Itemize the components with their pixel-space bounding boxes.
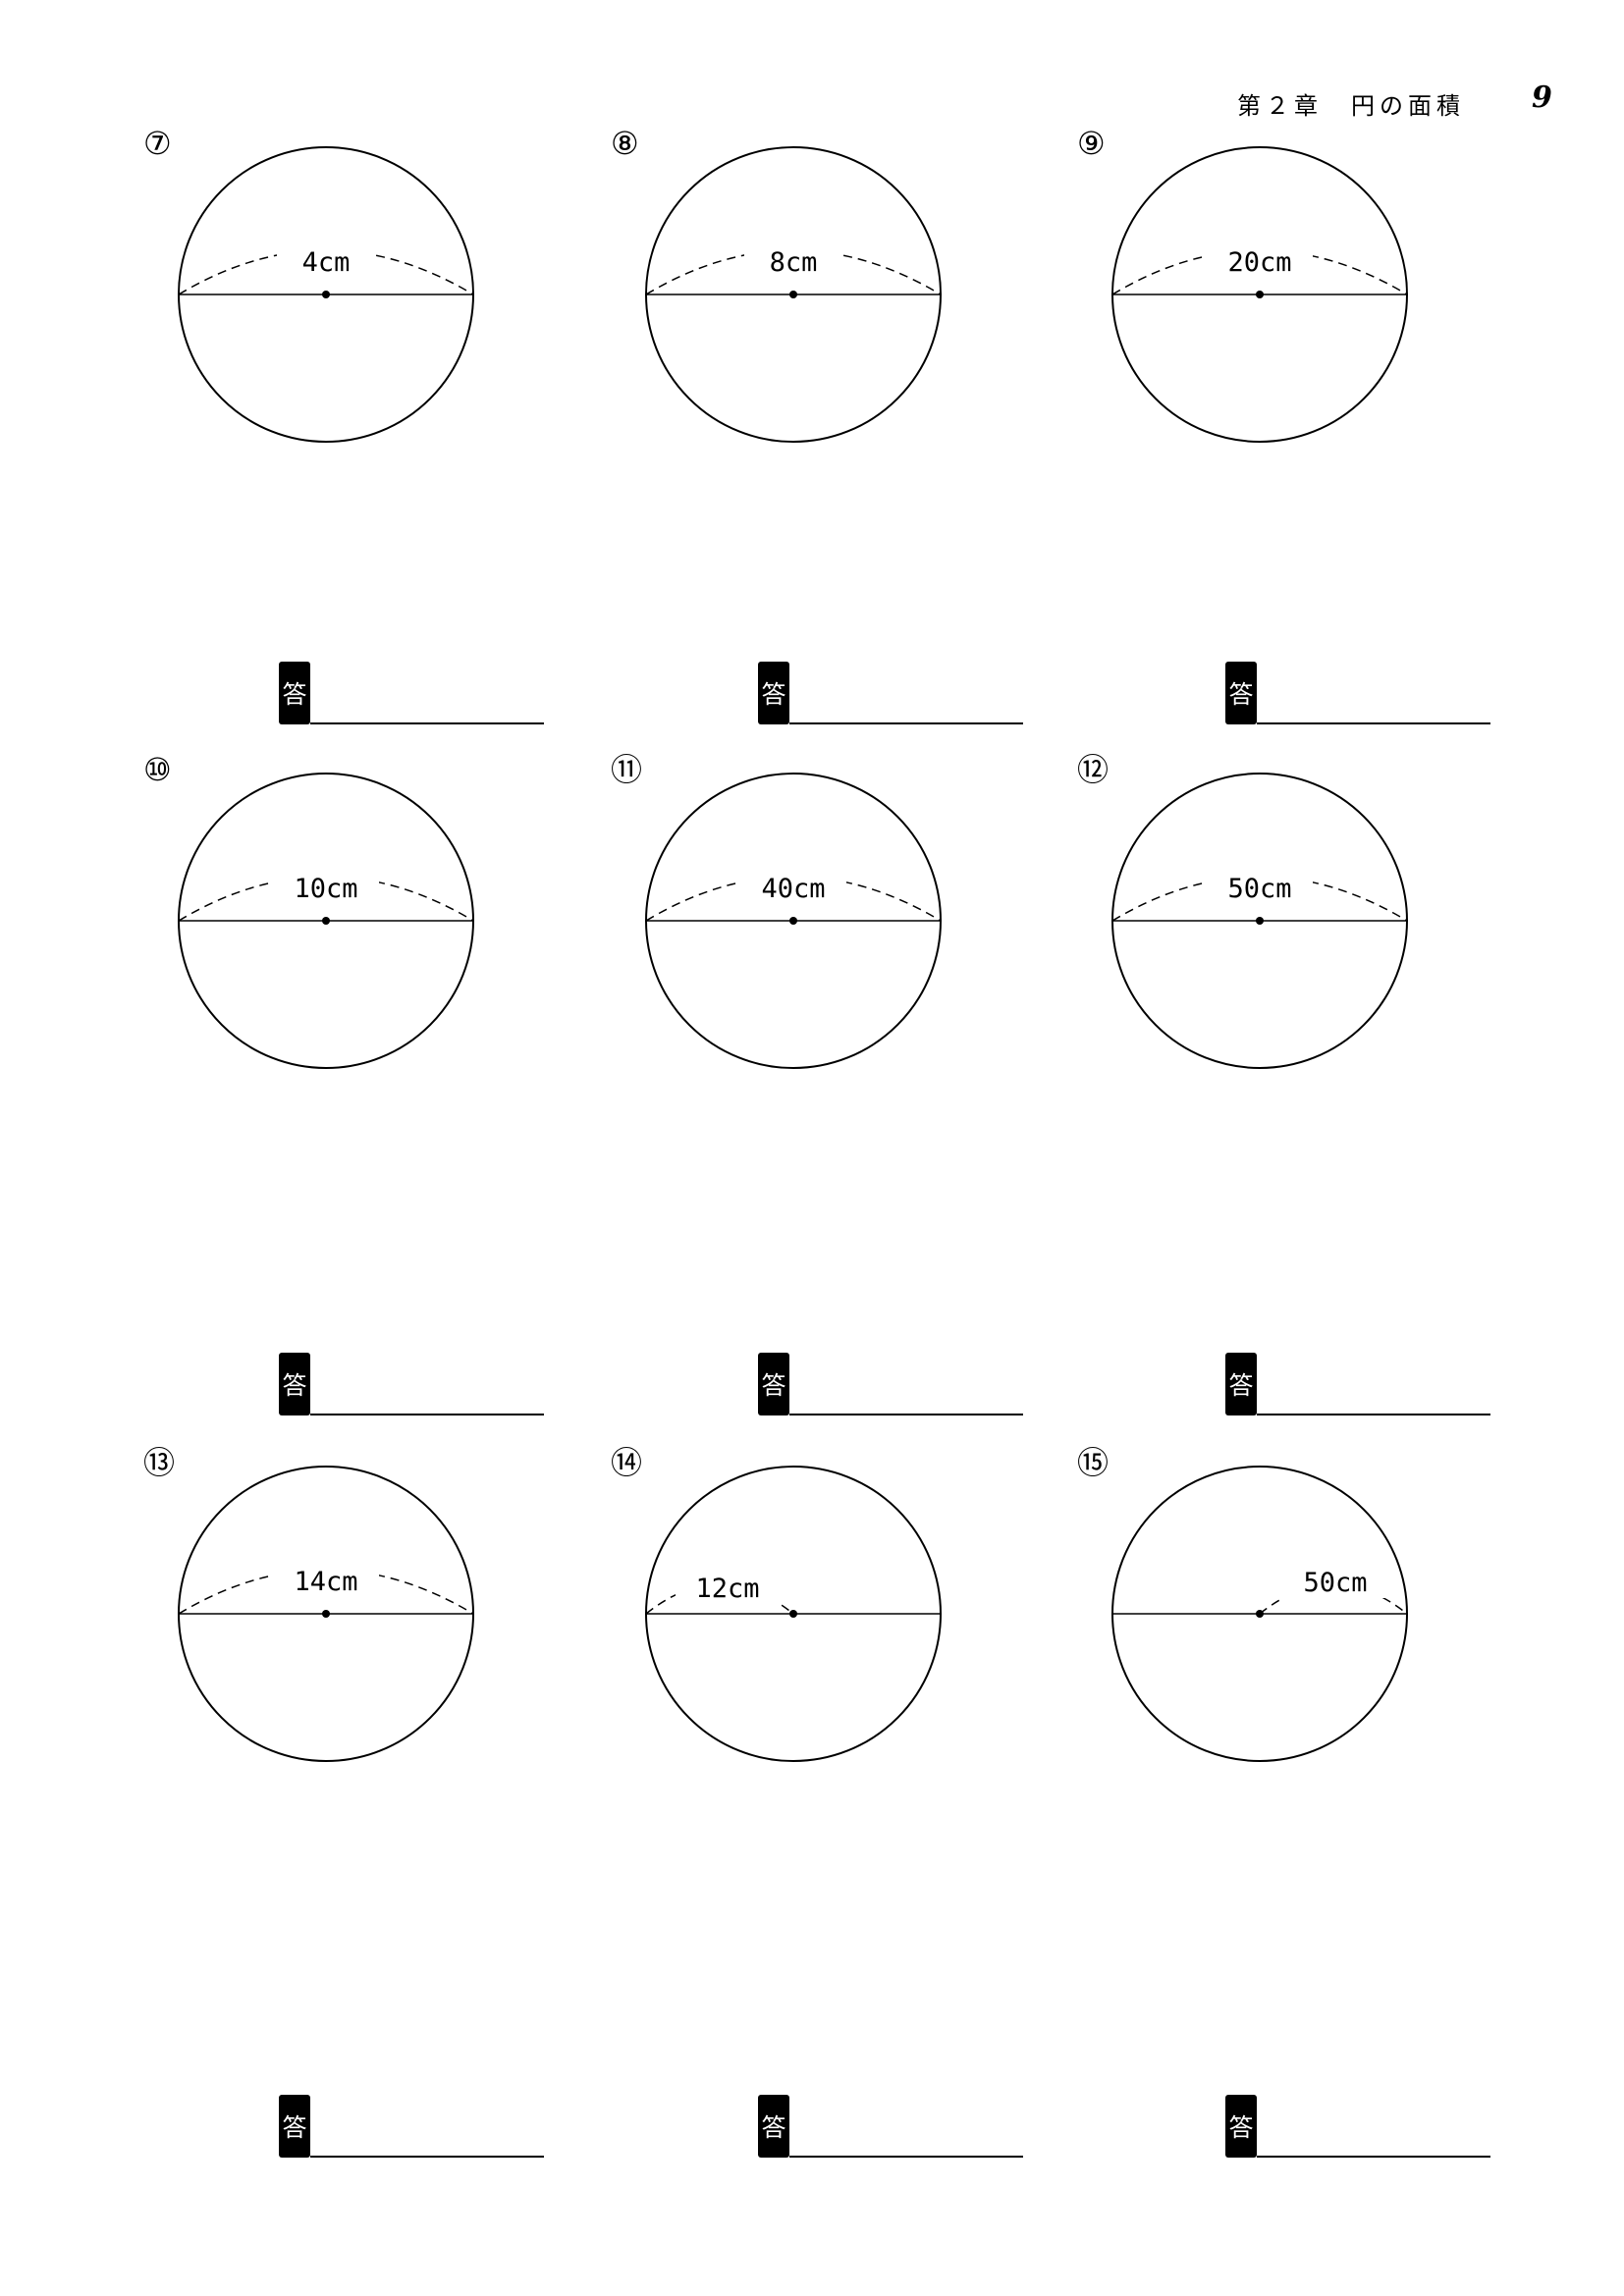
answer-area-7[interactable]: 答 (279, 662, 544, 724)
answer-area-9[interactable]: 答 (1225, 662, 1490, 724)
measure-label: 14cm (294, 1567, 357, 1597)
answer-label: 答 (1225, 1353, 1257, 1415)
circle-diameter-figure: 20cm (1111, 146, 1408, 443)
answer-area-14[interactable]: 答 (758, 2095, 1023, 2158)
answer-area-13[interactable]: 答 (279, 2095, 544, 2158)
answer-line (310, 1414, 544, 1415)
circle-radius-figure: 12cm (645, 1466, 942, 1762)
problem-number: ⑧ (611, 125, 639, 162)
problem-number: ⑭ (611, 1444, 643, 1481)
page-header: 第２章 円の面積 9 (1119, 80, 1571, 124)
circle-diameter-figure: 10cm (178, 773, 474, 1069)
circle-diameter-figure: 14cm (178, 1466, 474, 1762)
measure-label: 10cm (294, 874, 357, 904)
answer-label: 答 (279, 662, 310, 724)
answer-line (1257, 722, 1490, 724)
answer-area-8[interactable]: 答 (758, 662, 1023, 724)
problem-number: ⑮ (1077, 1444, 1110, 1481)
problem-15: ⑮ 50cm (1077, 1445, 1548, 2034)
answer-label: 答 (758, 1353, 789, 1415)
problem-14: ⑭ 12cm (611, 1445, 1082, 2034)
problem-13: ⑬ 14cm (143, 1445, 615, 2034)
answer-label: 答 (1225, 2095, 1257, 2158)
answer-area-15[interactable]: 答 (1225, 2095, 1490, 2158)
answer-label: 答 (1225, 662, 1257, 724)
answer-label: 答 (279, 1353, 310, 1415)
circle-diameter-figure: 4cm (178, 146, 474, 443)
problem-number: ⑩ (143, 751, 172, 788)
answer-area-10[interactable]: 答 (279, 1353, 544, 1415)
answer-line (789, 1414, 1023, 1415)
answer-area-11[interactable]: 答 (758, 1353, 1023, 1415)
answer-label: 答 (279, 2095, 310, 2158)
measure-label: 4cm (302, 247, 351, 278)
problem-8: ⑧ 8cm (611, 126, 1082, 715)
circle-diameter-figure: 50cm (1111, 773, 1408, 1069)
answer-area-12[interactable]: 答 (1225, 1353, 1490, 1415)
answer-label: 答 (758, 2095, 789, 2158)
measure-label: 50cm (1227, 874, 1291, 904)
problem-number: ⑫ (1077, 751, 1110, 788)
circle-diameter-figure: 40cm (645, 773, 942, 1069)
answer-line (1257, 1414, 1490, 1415)
measure-label: 12cm (695, 1574, 759, 1604)
measure-label: 50cm (1303, 1568, 1367, 1598)
circle-diameter-figure: 8cm (645, 146, 942, 443)
measure-label: 20cm (1227, 247, 1291, 278)
answer-line (789, 2156, 1023, 2158)
measure-label: 40cm (761, 874, 825, 904)
answer-label: 答 (758, 662, 789, 724)
problem-10: ⑩ 10cm (143, 752, 615, 1341)
circle-radius-figure: 50cm (1111, 1466, 1408, 1762)
chapter-title: 第２章 円の面積 (1237, 92, 1465, 120)
answer-line (310, 722, 544, 724)
problem-number: ⑦ (143, 125, 172, 162)
answer-line (310, 2156, 544, 2158)
measure-label: 8cm (770, 247, 818, 278)
problem-number: ⑬ (143, 1444, 176, 1481)
answer-line (789, 722, 1023, 724)
problem-number: ⑪ (611, 751, 643, 788)
problem-9: ⑨ 20cm (1077, 126, 1548, 715)
problem-11: ⑪ 40cm (611, 752, 1082, 1341)
problem-12: ⑫ 50cm (1077, 752, 1548, 1341)
problem-7: ⑦ 4cm (143, 126, 615, 715)
answer-line (1257, 2156, 1490, 2158)
problem-number: ⑨ (1077, 125, 1106, 162)
page-number: 9 (1532, 80, 1552, 115)
